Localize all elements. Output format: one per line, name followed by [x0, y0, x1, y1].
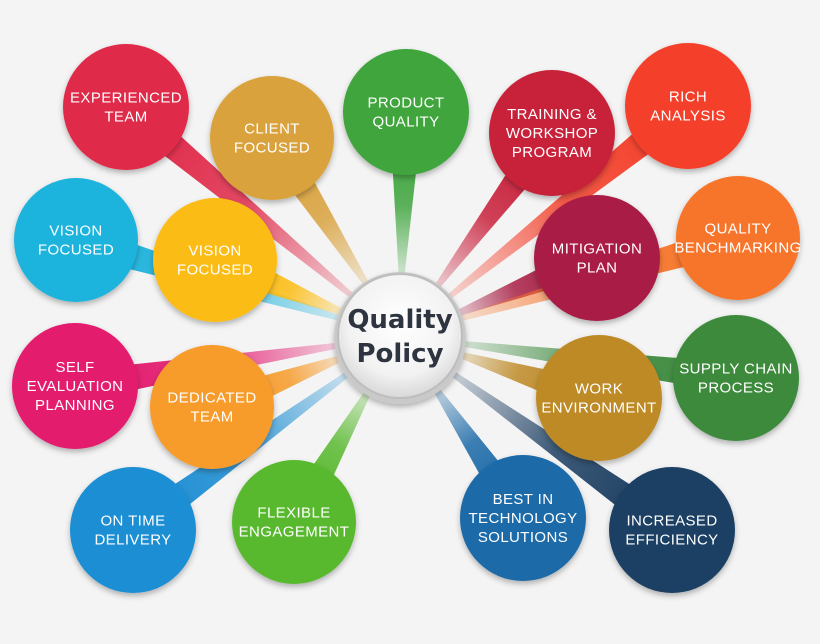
center-label: Quality	[347, 305, 452, 335]
bubble-label-flexible-engagement: ENGAGEMENT	[239, 524, 350, 541]
bubble-circle-flexible-engagement	[232, 460, 356, 584]
bubble-mitigation-plan: MITIGATION PLAN	[534, 195, 660, 321]
bubble-circle-client-focused	[210, 76, 334, 200]
bubble-label-experienced-team: EXPERIENCED	[70, 90, 182, 107]
bubble-vision-focused-inner: VISION FOCUSED	[153, 198, 277, 322]
bubble-best-in-technology-solutions: BEST IN TECHNOLOGY SOLUTIONS	[460, 455, 586, 581]
bubble-label-experienced-team: TEAM	[104, 109, 147, 126]
bubble-label-product-quality: QUALITY	[373, 114, 440, 131]
bubble-label-work-environment: ENVIRONMENT	[541, 400, 656, 417]
bubble-label-on-time-delivery: DELIVERY	[94, 532, 171, 549]
bubble-label-self-evaluation-planning: EVALUATION	[27, 378, 124, 395]
center-label: Policy	[356, 339, 443, 369]
bubble-rich-analysis: RICH ANALYSIS	[625, 43, 751, 169]
bubble-label-on-time-delivery: ON TIME	[100, 513, 165, 530]
bubble-label-best-in-technology-solutions: BEST IN	[493, 491, 554, 508]
bubble-circle-work-environment	[536, 335, 662, 461]
bubble-label-dedicated-team: DEDICATED	[167, 390, 256, 407]
bubble-circle-training-workshop-program	[489, 70, 615, 196]
bubble-label-client-focused: CLIENT	[244, 121, 300, 138]
bubble-work-environment: WORK ENVIRONMENT	[536, 335, 662, 461]
bubble-label-product-quality: PRODUCT	[368, 95, 445, 112]
bubble-circle-vision-focused-inner	[153, 198, 277, 322]
bubble-circle-vision-focused-outer	[14, 178, 138, 302]
bubble-label-training-workshop-program: TRAINING &	[507, 106, 597, 123]
bubble-label-training-workshop-program: PROGRAM	[512, 144, 592, 161]
bubble-label-training-workshop-program: WORKSHOP	[506, 125, 598, 142]
bubble-label-dedicated-team: TEAM	[190, 409, 233, 426]
bubble-circle-mitigation-plan	[534, 195, 660, 321]
bubble-circle-quality-benchmarking	[676, 176, 800, 300]
bubble-label-supply-chain-process: PROCESS	[698, 380, 774, 397]
bubble-flexible-engagement: FLEXIBLE ENGAGEMENT	[232, 460, 356, 584]
bubble-circle-increased-efficiency	[609, 467, 735, 593]
bubble-circle-self-evaluation-planning	[12, 323, 138, 449]
bubble-circle-on-time-delivery	[70, 467, 196, 593]
center-hub-circle	[337, 273, 463, 399]
bubble-label-rich-analysis: RICH	[669, 89, 707, 106]
connector-training-workshop-program	[431, 149, 545, 293]
bubble-client-focused: CLIENT FOCUSED	[210, 76, 334, 200]
bubble-label-rich-analysis: ANALYSIS	[650, 108, 725, 125]
bubble-increased-efficiency: INCREASED EFFICIENCY	[609, 467, 735, 593]
bubble-label-quality-benchmarking: BENCHMARKING	[674, 240, 801, 257]
bubble-circle-best-in-technology-solutions	[460, 455, 586, 581]
bubble-circle-dedicated-team	[150, 345, 274, 469]
bubble-label-mitigation-plan: MITIGATION	[552, 241, 642, 258]
connector-rich-analysis	[442, 114, 673, 303]
bubble-experienced-team: EXPERIENCED TEAM	[63, 44, 189, 170]
bubble-circle-product-quality	[343, 49, 469, 175]
bubble-group: EXPERIENCED TEAM CLIENT FOCUSED PRODUCT QUALI…	[12, 43, 801, 593]
bubble-label-supply-chain-process: SUPPLY CHAIN	[679, 361, 792, 378]
bubble-label-vision-focused-outer: FOCUSED	[38, 242, 114, 259]
bubble-label-vision-focused-outer: VISION	[49, 223, 102, 240]
bubble-label-flexible-engagement: FLEXIBLE	[257, 505, 330, 522]
bubble-supply-chain-process: SUPPLY CHAIN PROCESS	[673, 315, 799, 441]
bubble-circle-supply-chain-process	[673, 315, 799, 441]
bubble-label-self-evaluation-planning: SELF	[55, 359, 94, 376]
bubble-self-evaluation-planning: SELF EVALUATION PLANNING	[12, 323, 138, 449]
bubble-quality-benchmarking: QUALITY BENCHMARKING	[674, 176, 801, 300]
connector-increased-efficiency	[444, 366, 655, 524]
bubble-label-increased-efficiency: EFFICIENCY	[625, 532, 718, 549]
bubble-label-best-in-technology-solutions: SOLUTIONS	[478, 529, 568, 546]
bubble-label-mitigation-plan: PLAN	[577, 260, 618, 277]
bubble-on-time-delivery: ON TIME DELIVERY	[70, 467, 196, 593]
bubble-label-quality-benchmarking: QUALITY	[705, 221, 772, 238]
bubble-label-vision-focused-inner: VISION	[188, 243, 241, 260]
bubble-circle-rich-analysis	[625, 43, 751, 169]
bubble-label-best-in-technology-solutions: TECHNOLOGY	[468, 510, 577, 527]
bubble-label-work-environment: WORK	[575, 381, 623, 398]
connector-product-quality	[391, 143, 420, 281]
bubble-label-increased-efficiency: INCREASED	[626, 513, 717, 530]
bubble-circle-experienced-team	[63, 44, 189, 170]
bubble-label-self-evaluation-planning: PLANNING	[35, 397, 115, 414]
bubble-vision-focused-outer: VISION FOCUSED	[14, 178, 138, 302]
bubble-label-vision-focused-inner: FOCUSED	[177, 262, 253, 279]
bubble-training-workshop-program: TRAINING & WORKSHOP PROGRAM	[489, 70, 615, 196]
bubble-label-client-focused: FOCUSED	[234, 140, 310, 157]
bubble-product-quality: PRODUCT QUALITY	[343, 49, 469, 175]
bubble-dedicated-team: DEDICATED TEAM	[150, 345, 274, 469]
